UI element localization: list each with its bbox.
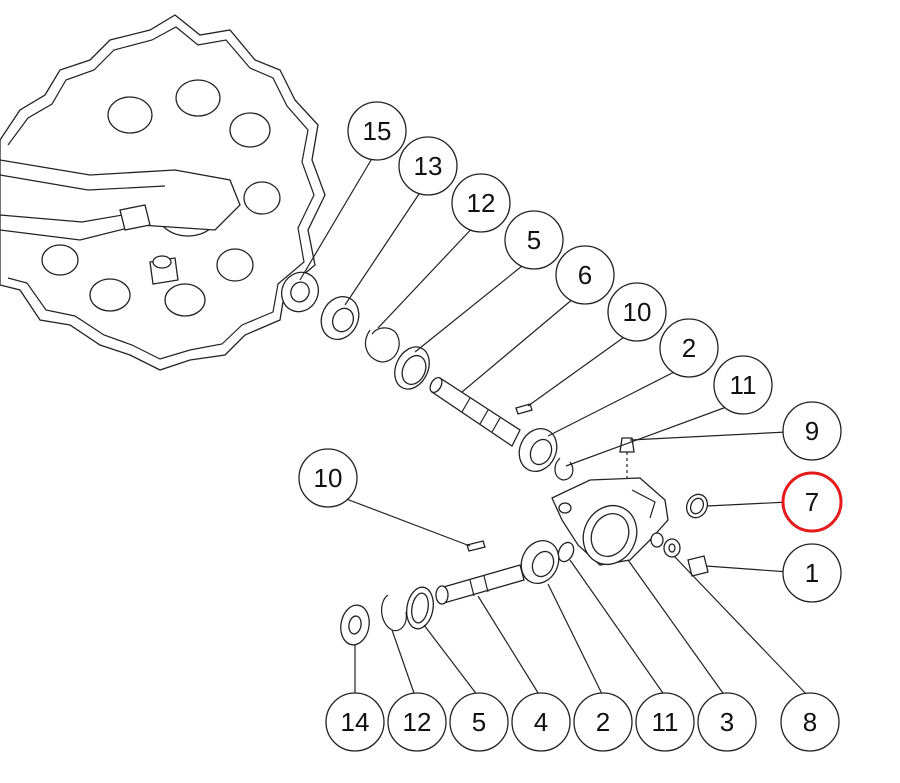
callout-9: 9: [782, 401, 842, 461]
callout-label: 12: [403, 707, 432, 737]
callout-label: 5: [472, 707, 486, 737]
press-wheel: [0, 14, 326, 371]
lower-assembly: [340, 437, 709, 646]
callout-14: 14: [325, 692, 385, 752]
callout-label: 12: [467, 188, 496, 218]
callout-label: 11: [652, 707, 679, 737]
callout-label: 9: [805, 416, 819, 446]
callout-label: 2: [596, 707, 610, 737]
callout-11-lower: 11: [635, 692, 695, 752]
callout-5-upper: 5: [504, 210, 564, 270]
callout-10-lower: 10: [298, 448, 358, 508]
callout-label: 14: [341, 707, 370, 737]
callout-label: 6: [578, 260, 592, 290]
callout-label: 5: [527, 225, 541, 255]
callout-label: 15: [363, 116, 392, 146]
callout-label: 8: [803, 707, 817, 737]
callout-2-lower: 2: [573, 692, 633, 752]
callout-13: 13: [398, 136, 458, 196]
callout-label: 13: [414, 151, 443, 181]
callout-15: 15: [347, 101, 407, 161]
callout-1: 1: [782, 543, 842, 603]
callout-label: 10: [314, 463, 343, 493]
callout-label: 1: [805, 558, 819, 588]
callout-4: 4: [511, 692, 571, 752]
callout-label: 4: [534, 707, 548, 737]
callout-10-upper: 10: [607, 282, 667, 342]
leader-lines: [299, 149, 809, 697]
callout-label: 7: [805, 487, 819, 517]
callout-11-upper: 11: [713, 355, 773, 415]
callout-6: 6: [555, 245, 615, 305]
callout-5-lower: 5: [449, 692, 509, 752]
callout-2-upper: 2: [659, 318, 719, 378]
callout-label: 11: [730, 370, 757, 400]
callout-12-lower: 12: [387, 692, 447, 752]
callout-3: 3: [697, 692, 757, 752]
callout-label: 3: [720, 707, 734, 737]
upper-assembly: [280, 271, 574, 481]
callouts: 15 13 12 5 6 10 2 11: [298, 101, 843, 752]
callout-8: 8: [780, 692, 840, 752]
callout-7-highlighted: 7: [781, 471, 843, 533]
callout-label: 10: [623, 297, 652, 327]
callout-label: 2: [682, 333, 696, 363]
callout-12-upper: 12: [451, 173, 511, 233]
